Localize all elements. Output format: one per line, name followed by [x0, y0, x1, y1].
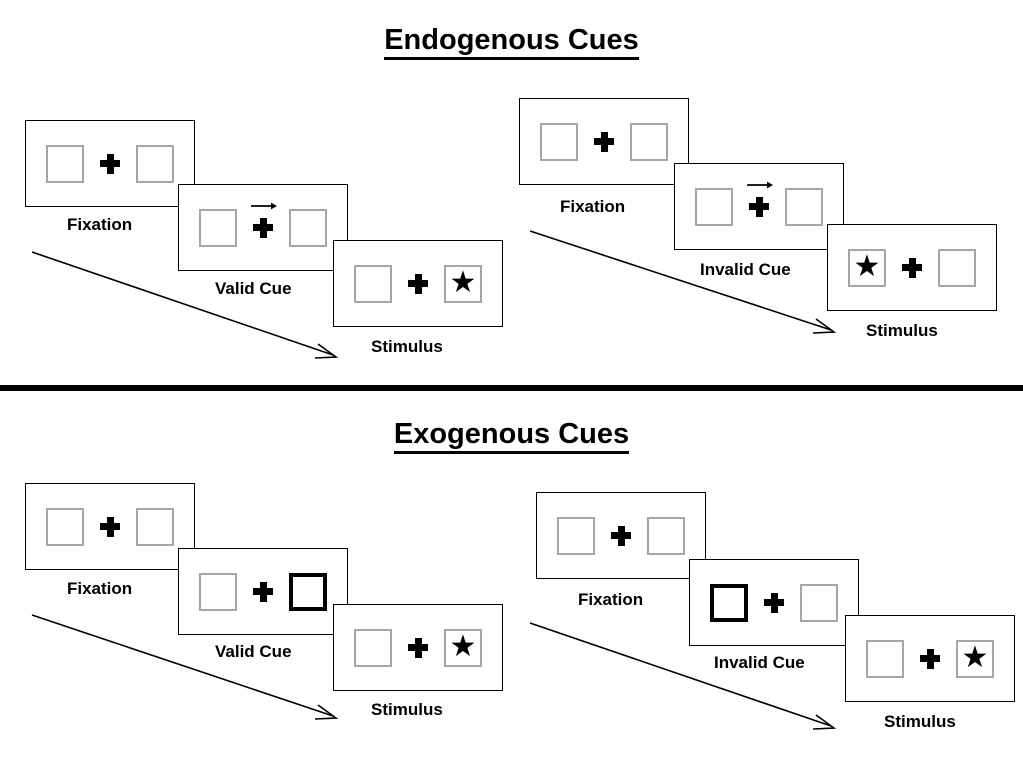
caption-endogenous-invalid-fixation: Fixation: [560, 197, 626, 216]
time-flow-arrow-icon-exogenous-valid: [31, 614, 339, 720]
star-icon: ★: [853, 250, 881, 283]
panel-exogenous-invalid-stimulus[interactable]: ★: [845, 615, 1015, 702]
panel-endogenous-valid-fixation[interactable]: [25, 120, 195, 207]
section-divider: [0, 385, 1023, 391]
target-box-right: ★: [956, 639, 994, 678]
panel-exogenous-invalid-fixation[interactable]: [536, 492, 706, 579]
panel-content: [46, 507, 174, 546]
placeholder-box-left: [199, 572, 237, 611]
cued-box-right: [289, 572, 327, 611]
placeholder-box-right: [136, 144, 174, 183]
fixation-cross-wrap: [886, 257, 938, 278]
section-title-exogenous: Exogenous Cues: [0, 418, 1023, 454]
panel-content: [557, 516, 685, 555]
panel-content: [46, 144, 174, 183]
caption-endogenous-valid-stimulus: Stimulus: [371, 337, 443, 356]
placeholder-box-left: [354, 628, 392, 667]
section-title-endogenous-text: Endogenous Cues: [384, 24, 639, 60]
placeholder-box-left: [695, 187, 733, 226]
panel-endogenous-valid-cue[interactable]: [178, 184, 348, 271]
panel-content: ★: [354, 628, 482, 667]
placeholder-box-left: [46, 507, 84, 546]
placeholder-box-left: [866, 639, 904, 678]
section-title-endogenous: Endogenous Cues: [0, 24, 1023, 60]
plus-cross-icon: [100, 516, 120, 537]
panel-content: [199, 572, 327, 611]
star-icon: ★: [449, 266, 477, 299]
target-box-left: ★: [848, 248, 886, 287]
arrow-right-icon: [251, 202, 278, 209]
panel-content: ★: [866, 639, 994, 678]
caption-exogenous-invalid-fixation: Fixation: [578, 590, 644, 609]
panel-content: [710, 583, 838, 622]
plus-cross-icon: [594, 131, 614, 152]
caption-exogenous-valid-fixation: Fixation: [67, 579, 133, 598]
plus-cross-icon: [408, 273, 428, 294]
fixation-cross-wrap: [595, 525, 647, 546]
star-icon: ★: [961, 641, 989, 674]
caption-endogenous-valid-cue: Valid Cue: [215, 279, 292, 298]
fixation-cross-wrap: [84, 153, 136, 174]
plus-cross-icon: [920, 648, 940, 669]
caption-endogenous-invalid-cue: Invalid Cue: [700, 260, 791, 279]
plus-cross-icon: [749, 196, 769, 217]
star-icon: ★: [449, 630, 477, 663]
fixation-cross-wrap: [237, 581, 289, 602]
target-box-right: ★: [444, 628, 482, 667]
caption-endogenous-valid-fixation: Fixation: [67, 215, 133, 234]
plus-cross-icon: [253, 217, 273, 238]
section-title-exogenous-text: Exogenous Cues: [393, 418, 630, 454]
caption-exogenous-invalid-cue: Invalid Cue: [714, 653, 805, 672]
placeholder-box-right: [647, 516, 685, 555]
placeholder-box-right: [800, 583, 838, 622]
fixation-cross-wrap: [748, 592, 800, 613]
time-flow-arrow-icon-exogenous-invalid: [529, 622, 837, 730]
placeholder-box-left: [354, 264, 392, 303]
caption-exogenous-valid-cue: Valid Cue: [215, 642, 292, 661]
placeholder-box-left: [540, 122, 578, 161]
panel-content: [540, 122, 668, 161]
time-flow-arrow-icon-endogenous-invalid: [529, 230, 837, 334]
placeholder-box-left: [199, 208, 237, 247]
panel-exogenous-invalid-cue[interactable]: [689, 559, 859, 646]
panel-endogenous-valid-stimulus[interactable]: ★: [333, 240, 503, 327]
panel-content: ★: [848, 248, 976, 287]
fixation-cross-wrap: [392, 637, 444, 658]
fixation-cross-wrap: [84, 516, 136, 537]
caption-exogenous-invalid-stimulus: Stimulus: [884, 712, 956, 731]
placeholder-box-left: [46, 144, 84, 183]
placeholder-box-right: [785, 187, 823, 226]
fixation-cross-wrap: [733, 181, 785, 217]
fixation-cross-wrap: [904, 648, 956, 669]
panel-content: ★: [354, 264, 482, 303]
plus-cross-icon: [611, 525, 631, 546]
caption-endogenous-invalid-stimulus: Stimulus: [866, 321, 938, 340]
plus-cross-icon: [902, 257, 922, 278]
panel-exogenous-valid-fixation[interactable]: [25, 483, 195, 570]
placeholder-box-right: [136, 507, 174, 546]
plus-cross-icon: [100, 153, 120, 174]
plus-cross-icon: [764, 592, 784, 613]
time-flow-arrow-icon-endogenous-valid: [31, 251, 339, 359]
arrow-right-icon: [747, 181, 774, 188]
panel-content: [199, 202, 327, 247]
fixation-cross-wrap: [392, 273, 444, 294]
panel-exogenous-valid-cue[interactable]: [178, 548, 348, 635]
target-box-right: ★: [444, 264, 482, 303]
plus-cross-icon: [253, 581, 273, 602]
placeholder-box-left: [557, 516, 595, 555]
placeholder-box-right: [289, 208, 327, 247]
caption-exogenous-valid-stimulus: Stimulus: [371, 700, 443, 719]
cued-box-left: [710, 583, 748, 622]
plus-cross-icon: [408, 637, 428, 658]
panel-exogenous-valid-stimulus[interactable]: ★: [333, 604, 503, 691]
placeholder-box-right: [630, 122, 668, 161]
placeholder-box-right: [938, 248, 976, 287]
panel-endogenous-invalid-fixation[interactable]: [519, 98, 689, 185]
panel-content: [695, 181, 823, 226]
fixation-cross-wrap: [237, 202, 289, 238]
panel-endogenous-invalid-stimulus[interactable]: ★: [827, 224, 997, 311]
fixation-cross-wrap: [578, 131, 630, 152]
panel-endogenous-invalid-cue[interactable]: [674, 163, 844, 250]
